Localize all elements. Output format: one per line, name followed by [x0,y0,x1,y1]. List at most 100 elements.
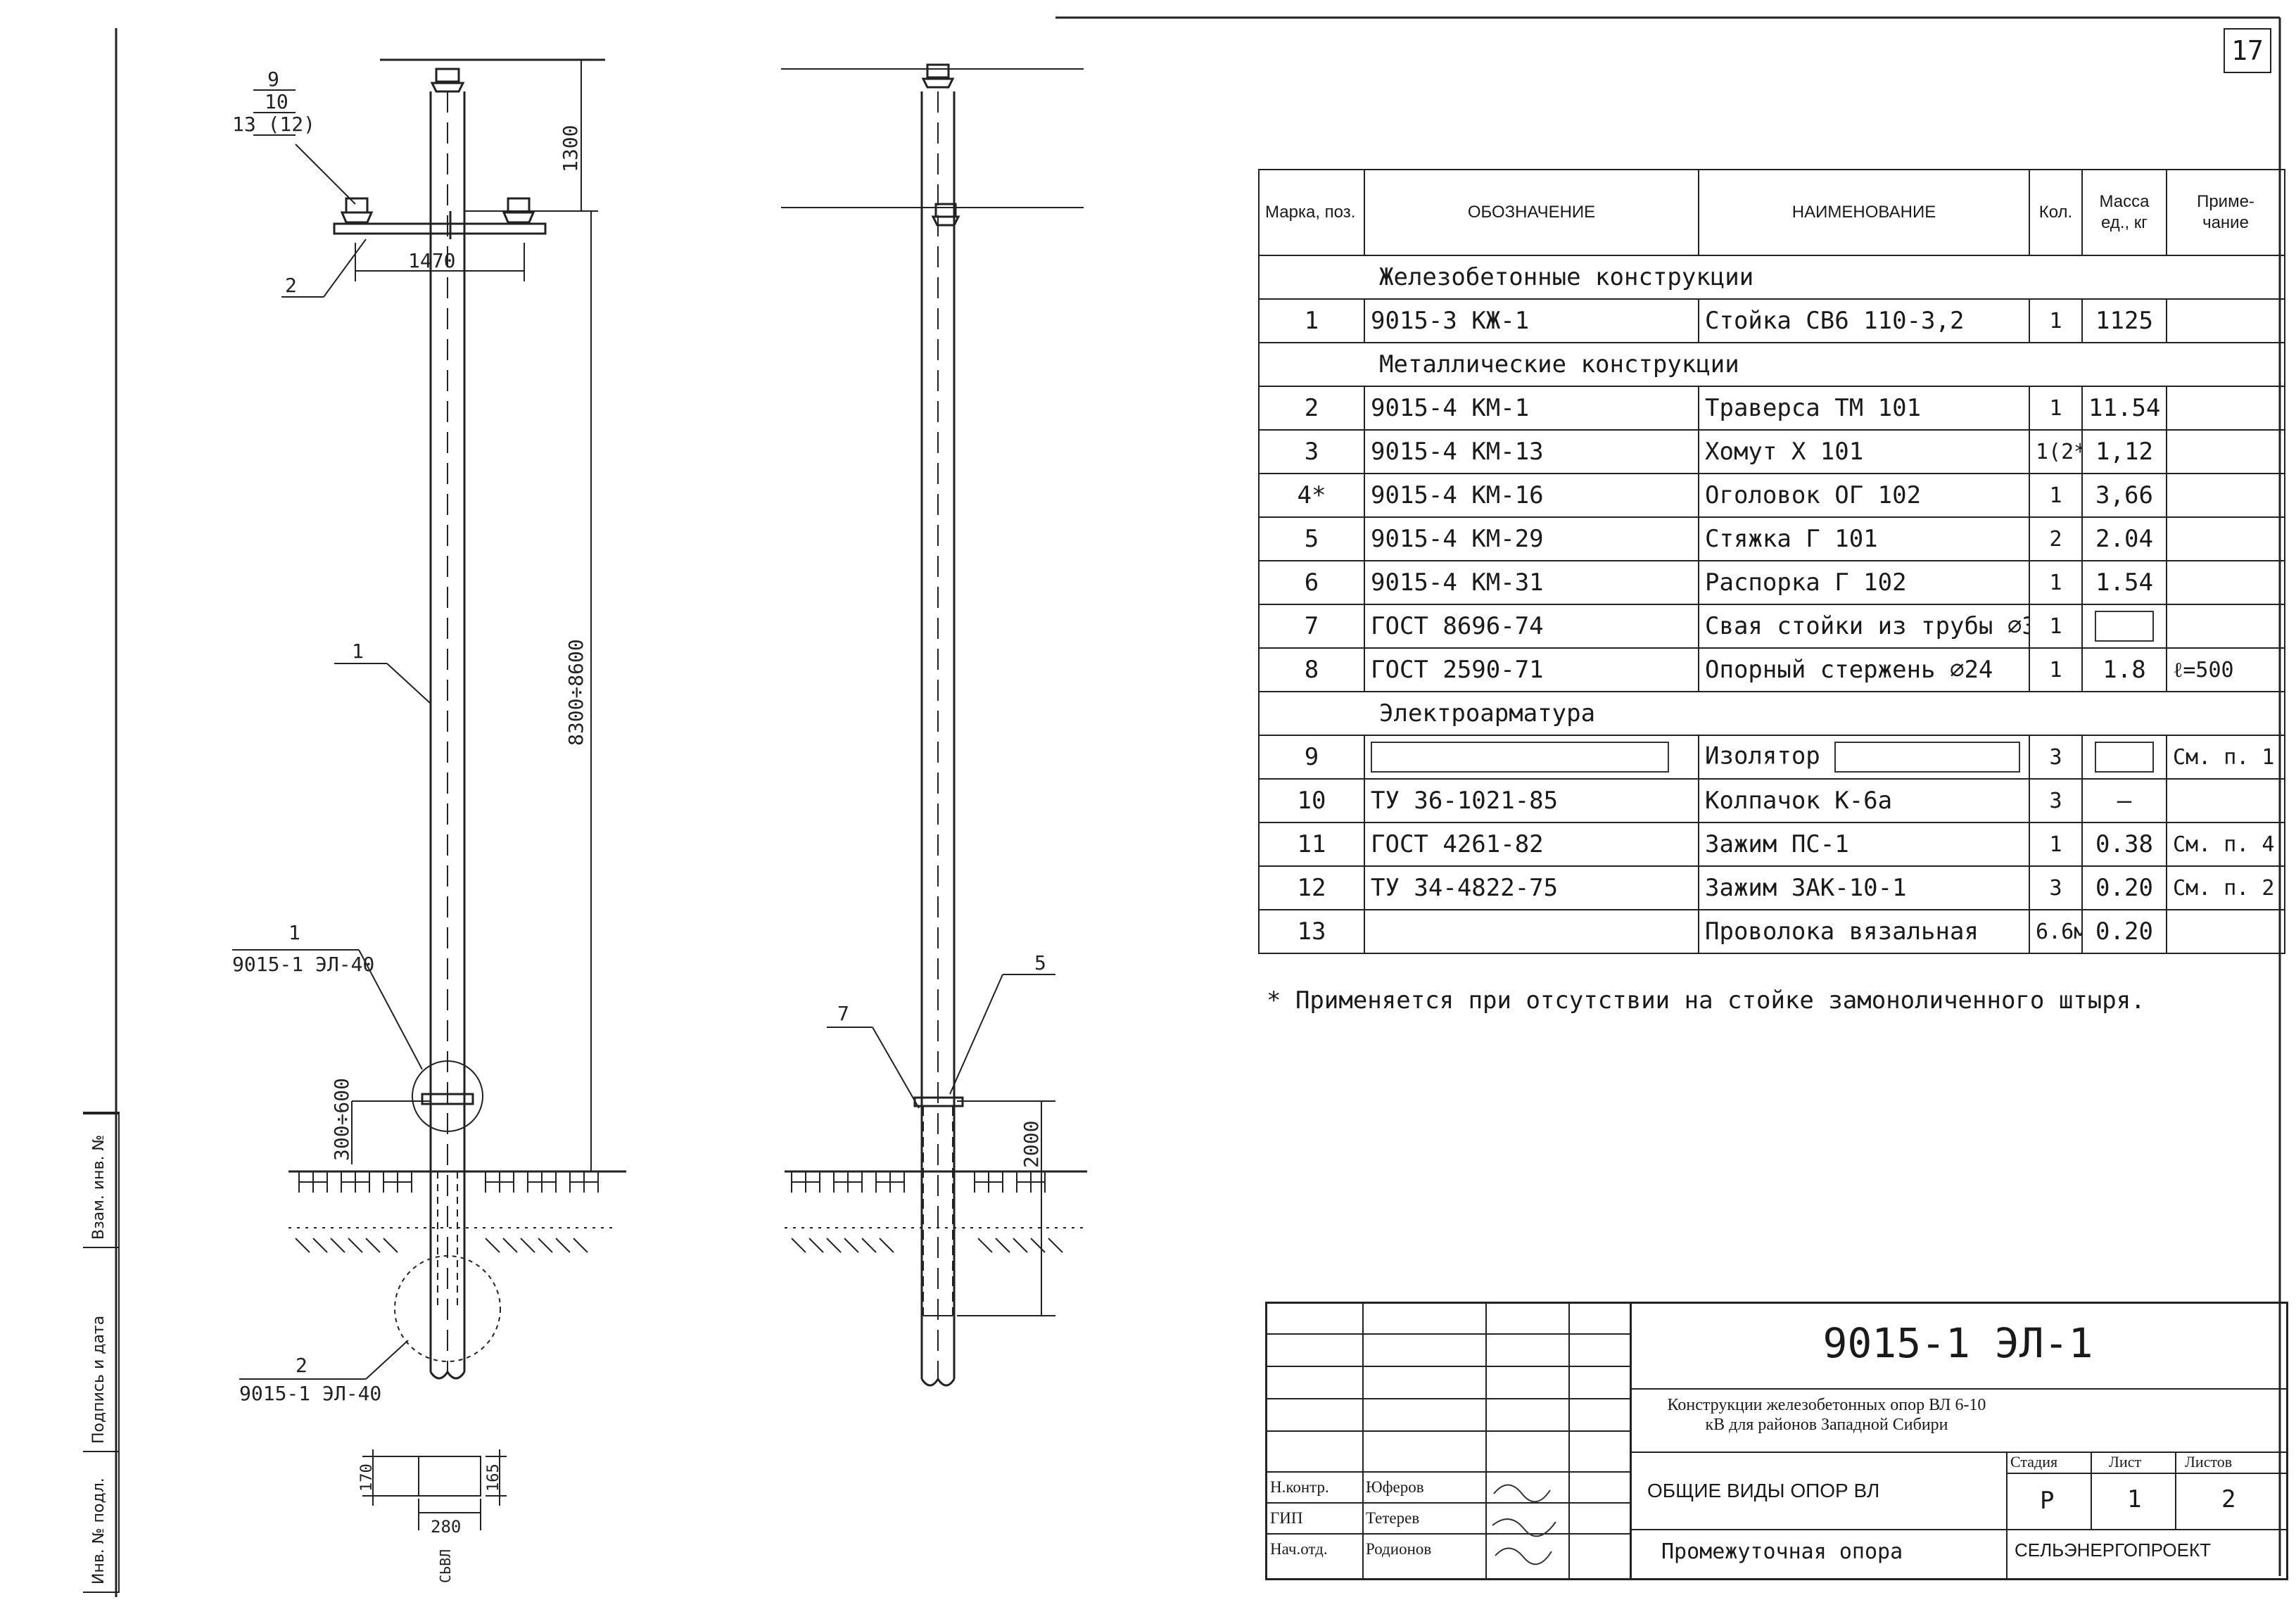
footnote: * Применяется при отсутствии на стойке з… [1267,986,2145,1015]
row-position: 10 [1258,778,1365,823]
row-quantity: 1 [2029,560,2083,605]
row-position: 9 [1258,735,1365,780]
blank-field-box [1834,742,2021,773]
row-mass: 1,12 [2081,429,2167,474]
section-dim-2: 165 [485,1463,502,1492]
row-name: Стяжка Г 101 [1698,516,2030,561]
row-designation: ГОСТ 4261-82 [1364,822,1699,867]
row-mass: 0.38 [2081,822,2167,867]
row-designation [1364,909,1699,954]
row-mass: 0.20 [2081,865,2167,910]
section-label: СЬВЛ [437,1549,454,1583]
organization: СЕЛЬЭНЕРГОПРОЕКТ [2015,1539,2211,1561]
row-name: Хомут Х 101 [1698,429,2030,474]
row-designation: 9015-4 КМ-1 [1364,386,1699,431]
row-designation: ГОСТ 2590-71 [1364,647,1699,692]
row-note [2166,298,2285,343]
node1-reference: 9015-1 ЭЛ-40 [232,953,374,976]
row-position: 11 [1258,822,1365,867]
section-dim-1: 170 [358,1463,376,1492]
callout-9: 9 [267,68,279,91]
row-name: Изолятор [1698,735,2030,780]
row-quantity: 1 [2029,298,2083,343]
callout-10: 10 [265,90,288,113]
row-note [2166,909,2285,954]
row-position: 1 [1258,298,1365,343]
row-note [2166,386,2285,431]
row-quantity: 3 [2029,735,2083,780]
row-note: См. п. 1 [2166,735,2285,780]
row-quantity: 1 [2029,822,2083,867]
node1-number: 1 [288,921,300,944]
row-position: 2 [1258,386,1365,431]
role-norm-control: Н.контр. [1270,1478,1329,1496]
row-name: Распорка Г 102 [1698,560,2030,605]
header-mass: Масса ед., кг [2081,169,2167,256]
table-row: 9 Изолятор 3 См. п. 1 [1258,735,2285,780]
name-chief-engineer: Тетерев [1366,1509,1420,1527]
row-designation: 9015-4 КМ-31 [1364,560,1699,605]
title-block: 9015-1 ЭЛ-1 Конструкции железобетонных о… [1265,1302,2288,1580]
callout-7: 7 [837,1002,849,1025]
row-mass: 2.04 [2081,516,2167,561]
header-name: НАИМЕНОВАНИЕ [1698,169,2030,256]
row-position: 3 [1258,429,1365,474]
sheets-label: Листов [2185,1453,2233,1471]
dim-height: 8300÷8600 [564,639,588,746]
row-note [2166,778,2285,823]
page-number: 17 [2224,28,2271,73]
row-name: Зажим ПС-1 [1698,822,2030,867]
blank-field-box [2095,742,2154,773]
row-position: 6 [1258,560,1365,605]
dim-top: 1300 [559,125,582,172]
sheet-value: 1 [2127,1485,2142,1513]
row-note: См. п. 2 [2166,865,2285,910]
row-mass: 0.20 [2081,909,2167,954]
blank-field-box [1371,742,1669,773]
row-mass [2081,604,2167,649]
strip-inv-sub: Инв. № подл. [90,1478,108,1584]
row-note: ℓ=500 [2166,647,2285,692]
row-position: 12 [1258,865,1365,910]
row-designation: 9015-3 КЖ-1 [1364,298,1699,343]
strip-sign-date: Подпись и дата [90,1315,108,1444]
left-pole-view [232,58,626,1530]
row-mass: 11.54 [2081,386,2167,431]
row-designation [1364,735,1699,780]
row-designation: ГОСТ 8696-74 [1364,604,1699,649]
row-designation: ТУ 36-1021-85 [1364,778,1699,823]
row-mass: 1125 [2081,298,2167,343]
row-quantity: 1 [2029,604,2083,649]
strip-inv-replace: Взам. инв. № [90,1134,108,1240]
row-designation: ТУ 34-4822-75 [1364,865,1699,910]
role-chief-engineer: ГИП [1270,1509,1303,1527]
row-designation: 9015-4 КМ-16 [1364,473,1699,518]
row-position: 5 [1258,516,1365,561]
sheet-title: ОБЩИЕ ВИДЫ ОПОР ВЛ [1647,1480,1880,1501]
row-quantity: 3 [2029,778,2083,823]
callout-5: 5 [1034,951,1046,974]
row-note: См. п. 4 [2166,822,2285,867]
row-name: Опорный стержень ∅24 [1698,647,2030,692]
header-designation: ОБОЗНАЧЕНИЕ [1364,169,1699,256]
right-pole-view [781,63,1087,1387]
row-quantity: 1(2*) [2029,429,2083,474]
row-name: Свая стойки из трубы ∅377×6 ℓ= [1698,604,2030,649]
stage-label: Стадия [2010,1453,2058,1471]
row-designation: 9015-4 КМ-29 [1364,516,1699,561]
row-quantity: 3 [2029,865,2083,910]
dim-clamp: 300÷600 [330,1078,353,1161]
row-position: 7 [1258,604,1365,649]
row-name: Проволока вязальная [1698,909,2030,954]
dim-2000: 2000 [1020,1121,1043,1168]
row-quantity: 1 [2029,473,2083,518]
row-name: Оголовок ОГ 102 [1698,473,2030,518]
